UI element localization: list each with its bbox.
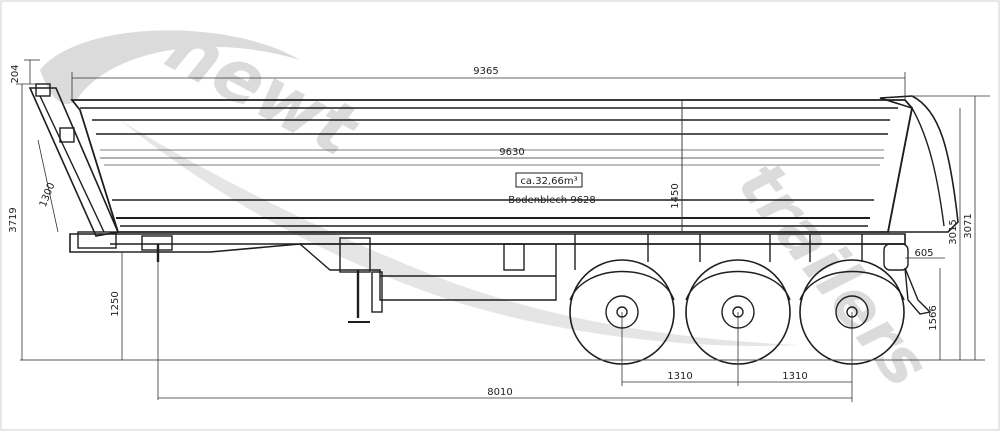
chassis-frame xyxy=(69,233,932,323)
watermark-text-left: newt xyxy=(154,4,373,174)
dim-front-offset: 204 xyxy=(10,64,21,83)
dim-axle-spacing-1: 1310 xyxy=(667,371,692,382)
label-volume: ca.32,66m³ xyxy=(520,176,577,187)
dim-right-height-b: 3071 xyxy=(963,213,974,238)
watermark-text-right: trailers xyxy=(723,149,943,401)
tipper-body xyxy=(70,99,913,233)
dim-axle-spacing-2: 1310 xyxy=(782,371,807,382)
dim-coupling-height: 1250 xyxy=(110,291,121,316)
dim-front-wall: 1300 xyxy=(38,181,58,209)
dim-body-length: 9630 xyxy=(499,147,524,158)
dim-kingpin-to-axle: 8010 xyxy=(487,387,512,398)
label-floor-plate: Bodenblech 9628 xyxy=(508,195,596,206)
front-wall xyxy=(28,83,120,249)
dim-right-height-a: 3015 xyxy=(948,219,959,244)
rear-tailgate xyxy=(879,95,959,233)
dim-rear-height: 1566 xyxy=(928,305,939,330)
dim-body-height: 1450 xyxy=(670,183,681,208)
watermark-logo: newt trailers xyxy=(40,4,943,401)
dim-overall-length: 9365 xyxy=(473,66,498,77)
dim-total-height: 3719 xyxy=(8,207,19,232)
dimension-lines xyxy=(16,59,990,402)
dim-rear-overhang: 605 xyxy=(914,248,933,259)
